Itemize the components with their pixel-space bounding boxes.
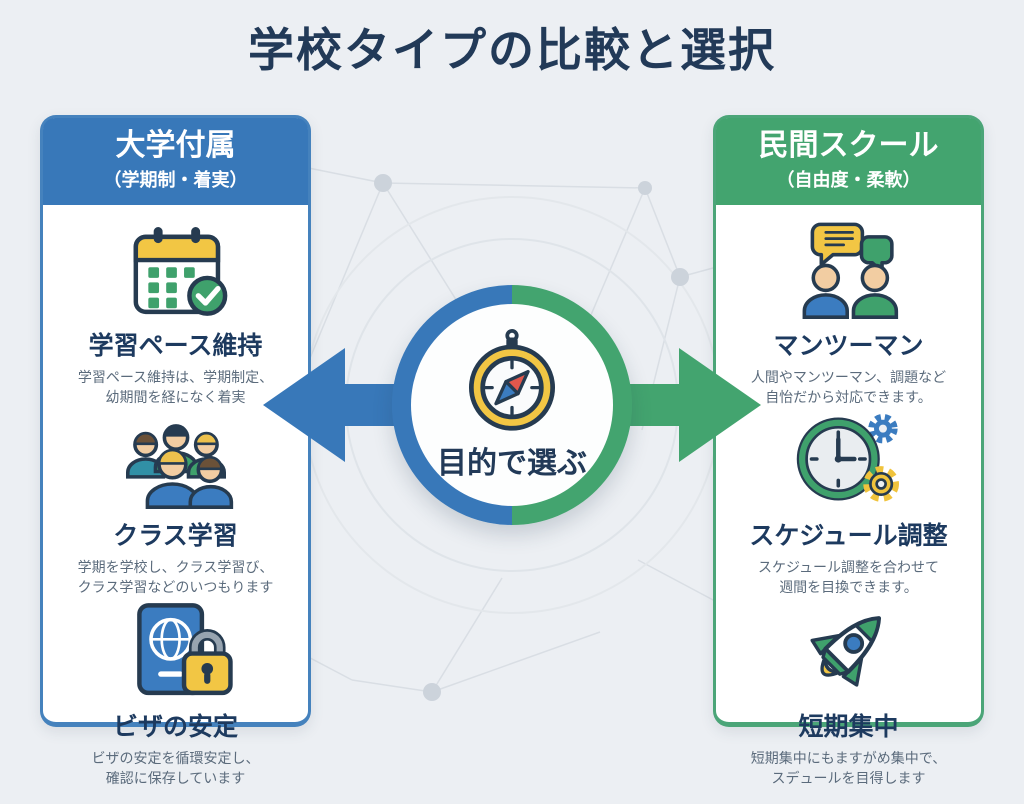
- passport-lock-icon: [136, 602, 233, 695]
- feature-item-short-term: 短期集中 短期集中にもますがめ集中で、 スデュールを目得します: [722, 598, 975, 789]
- rocket-icon: [791, 598, 907, 700]
- compass-icon: [468, 328, 556, 431]
- calendar-check-icon: [117, 217, 235, 319]
- feature-desc: スケジュール調整を合わせて 週間を目換できます。: [757, 559, 940, 596]
- feature-item-learning-pace: 学習ペース維持 学習ペース維持は、学期制定、 幼期間を経になく着実: [49, 217, 302, 408]
- feature-item-one-on-one: マンツーマン 人間やマンツーマン、調題など 自怡だから対応できます。: [722, 217, 975, 408]
- feature-desc: 人間やマンツーマン、調題など 自怡だから対応できます。: [750, 368, 947, 405]
- class-group-icon: [113, 407, 239, 510]
- feature-heading: スケジュール調整: [749, 522, 948, 551]
- rocket-icon: [809, 615, 881, 687]
- feature-item-visa-stability: ビザの安定 ビザの安定を循環安定し、 確認に保存しています: [49, 598, 302, 789]
- center-hub: 目的で選ぶ: [392, 285, 632, 525]
- feature-heading: マンツーマン: [773, 331, 924, 360]
- right-panel-title: 民間スクール: [758, 129, 939, 162]
- right-panel-subtitle: （自由度・柔軟）: [776, 169, 921, 190]
- feature-heading: ビザの安定: [112, 712, 238, 741]
- feature-heading: 短期集中: [798, 712, 899, 741]
- hub-label: 目的で選ぶ: [437, 446, 587, 480]
- feature-item-class-learning: クラス学習 学期を学校し、クラス学習び、 クラス学習などのいつもります: [49, 407, 302, 598]
- right-panel-header: 民間スクール （自由度・柔軟）: [716, 118, 981, 205]
- class-group-icon: [125, 424, 233, 510]
- feature-desc: ビザの安定を循環安定し、 確認に保存しています: [91, 749, 260, 787]
- left-panel-header: 大学付属 （学期制・着実）: [43, 118, 308, 205]
- feature-desc: 短期集中にもますがめ集中で、 スデュールを目得します: [750, 749, 947, 787]
- page-title: 学校タイプの比較と選択: [248, 24, 776, 76]
- calendar-check-icon: [133, 226, 227, 316]
- one-on-one-chat-icon: [802, 222, 898, 319]
- feature-desc: 学期を学校し、クラス学習び、 クラス学習などのいつもります: [77, 559, 274, 596]
- left-panel-subtitle: （学期制・着実）: [103, 169, 248, 190]
- left-panel-body: 学習ペース維持 学習ペース維持は、学期制定、 幼期間を経になく着実: [43, 205, 308, 804]
- feature-heading: 学習ペース維持: [88, 331, 263, 360]
- left-panel-title: 大学付属: [115, 129, 236, 162]
- one-on-one-chat-icon: [786, 217, 912, 319]
- clock-gears-icon: [796, 414, 899, 503]
- clock-gears-icon: [786, 407, 912, 509]
- feature-heading: クラス学習: [113, 522, 238, 551]
- right-panel-body: マンツーマン 人間やマンツーマン、調題など 自怡だから対応できます。: [716, 205, 981, 804]
- feature-desc: 学習ペース維持は、学期制定、 幼期間を経になく着実: [77, 368, 274, 405]
- feature-item-schedule: スケジュール調整 スケジュール調整を合わせて 週間を目換できます。: [722, 407, 975, 598]
- passport-lock-icon: [117, 598, 235, 700]
- private-school-panel: 民間スクール （自由度・柔軟） マンツ: [713, 115, 984, 786]
- university-affiliated-panel: 大学付属 （学期制・着実） 学習ペース: [40, 115, 311, 786]
- center-hub-inner: 目的で選ぶ: [411, 304, 613, 506]
